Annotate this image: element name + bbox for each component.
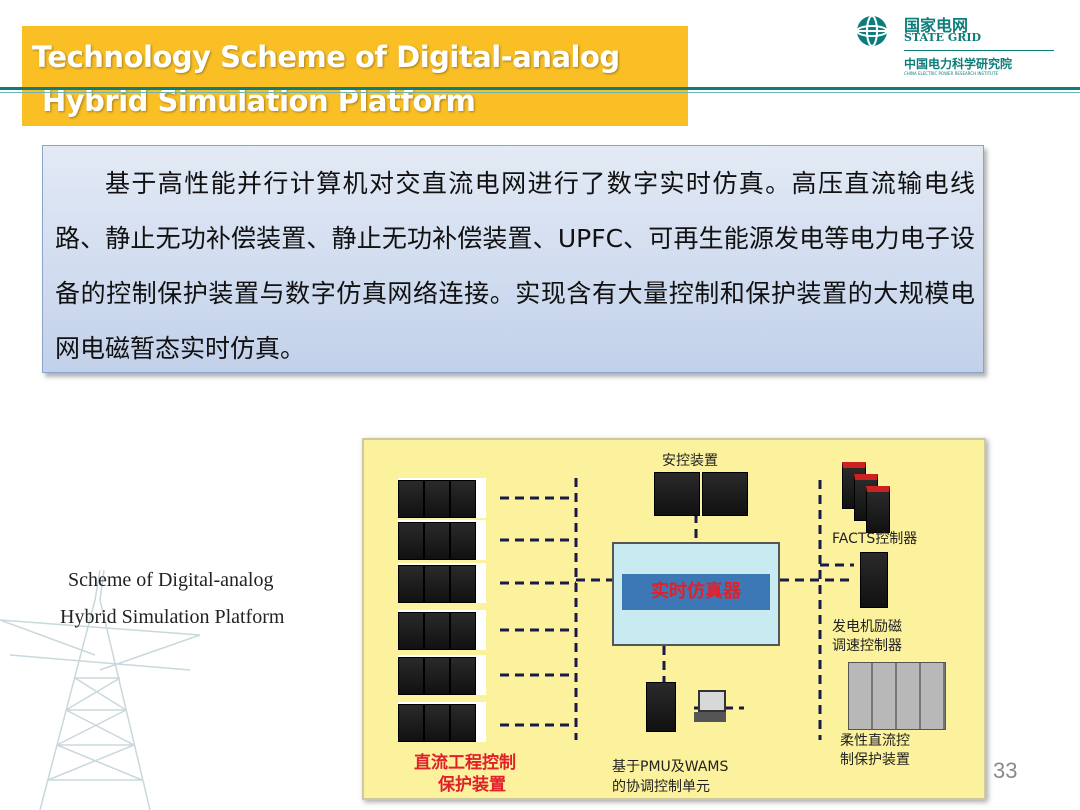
pmu-wams-label-line-1: 基于PMU及WAMS xyxy=(612,759,729,775)
generator-controller-cabinet xyxy=(860,552,888,608)
dc-control-label-line-2: 保护装置 xyxy=(438,775,506,795)
simulation-platform-diagram: 直流工程控制 保护装置 安控装置 实时仿真器 基于PMU及WAMS 的协调控制单… xyxy=(362,438,986,800)
institute-name-en: CHINA ELECTRIC POWER RESEARCH INSTITUTE xyxy=(904,71,999,76)
dc-control-rack-3 xyxy=(398,563,486,603)
real-time-simulator-label: 实时仿真器 xyxy=(622,574,770,610)
logo-divider xyxy=(904,50,1054,51)
security-control-label: 安控装置 xyxy=(662,453,718,469)
state-grid-logo-icon xyxy=(856,15,888,47)
description-box: 基于高性能并行计算机对交直流电网进行了数字实时仿真。高压直流输电线路、静止无功补… xyxy=(42,145,984,373)
real-time-simulator-box: 实时仿真器 xyxy=(612,542,780,646)
figure-caption-line-2: Hybrid Simulation Platform xyxy=(60,606,285,628)
keyboard-icon xyxy=(694,712,726,722)
dc-control-rack-2 xyxy=(398,520,486,560)
flexible-dc-cabinet xyxy=(848,662,946,730)
flexible-dc-label-line-1: 柔性直流控 xyxy=(840,733,910,749)
institute-name-cn: 中国电力科学研究院 xyxy=(904,57,1013,71)
pmu-cabinet xyxy=(646,682,676,732)
security-control-rack-2 xyxy=(702,472,748,516)
security-control-rack-1 xyxy=(654,472,700,516)
dc-control-rack-4 xyxy=(398,610,486,650)
title-line-1: Technology Scheme of Digital-analog xyxy=(32,40,620,74)
figure-caption-line-1: Scheme of Digital-analog xyxy=(68,569,274,591)
generator-controller-label-line-2: 调速控制器 xyxy=(832,638,902,654)
description-text: 基于高性能并行计算机对交直流电网进行了数字实时仿真。高压直流输电线路、静止无功补… xyxy=(55,169,975,363)
facts-controller-label: FACTS控制器 xyxy=(832,531,918,547)
logo-text-cn: 国家电网 xyxy=(904,16,969,35)
header-rule-thin xyxy=(0,92,1080,93)
dc-control-rack-1 xyxy=(398,478,486,518)
power-tower-watermark xyxy=(0,569,201,810)
dc-control-rack-6 xyxy=(398,702,486,742)
header-rule xyxy=(0,87,1080,90)
dc-control-rack-5 xyxy=(398,655,486,695)
generator-controller-label-line-1: 发电机励磁 xyxy=(832,619,902,635)
pmu-wams-label-line-2: 的协调控制单元 xyxy=(612,779,710,795)
monitor-icon xyxy=(698,690,726,712)
logo-text-en: STATE GRID xyxy=(904,31,982,44)
dc-control-label-line-1: 直流工程控制 xyxy=(414,753,516,773)
facts-cabinet-3 xyxy=(866,486,890,533)
title-banner: Technology Scheme of Digital-analog Hybr… xyxy=(22,26,688,126)
flexible-dc-label-line-2: 制保护装置 xyxy=(840,752,910,768)
page-number: 33 xyxy=(993,758,1018,783)
